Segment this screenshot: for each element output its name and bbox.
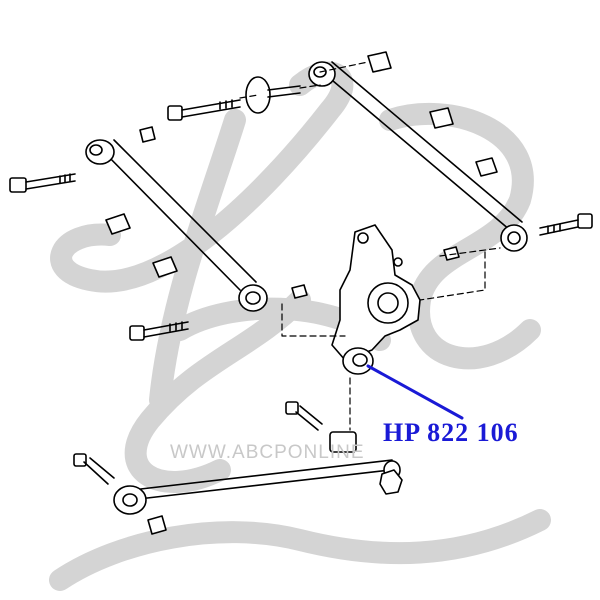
part-number-label: HP 822 106 [383,418,519,447]
assembly-lines [239,61,501,431]
right-lateral-arm [308,61,528,252]
bolts [9,76,593,495]
callout-leader [366,364,464,420]
bushings [105,51,498,535]
knuckle-bushing [342,347,374,375]
knuckle-carrier [331,224,421,361]
watermark-text: WWW.ABCPONLINE [170,442,365,463]
left-lateral-arm [85,139,268,312]
